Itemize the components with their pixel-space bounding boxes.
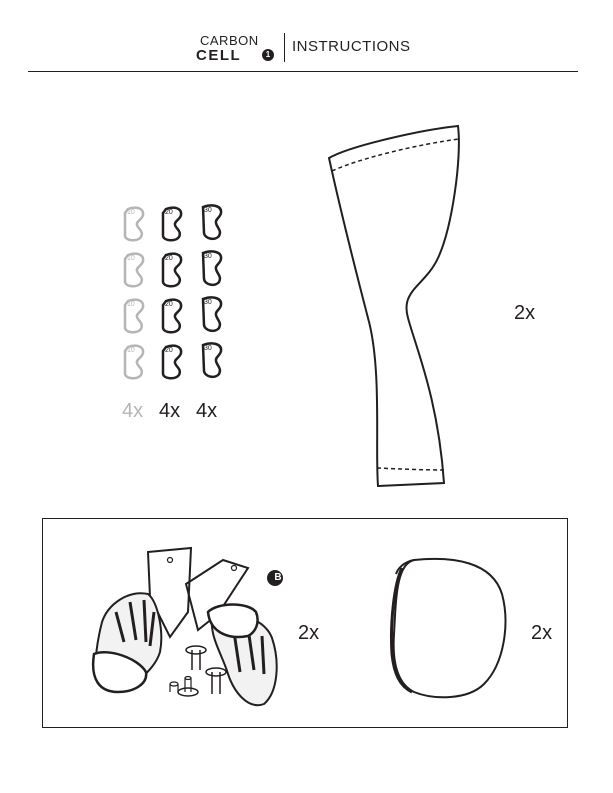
insert-label: 10 bbox=[127, 347, 135, 354]
insert-10: 10 bbox=[120, 205, 150, 243]
hinge-quantity: 2x bbox=[298, 622, 319, 645]
brand-logo-top: CARBON bbox=[200, 34, 259, 47]
insert-10: 10 bbox=[120, 343, 150, 381]
header-divider bbox=[284, 33, 285, 62]
insert-label: 30 bbox=[204, 299, 212, 306]
pad-illustration bbox=[384, 554, 516, 704]
page-title: INSTRUCTIONS bbox=[292, 38, 411, 55]
hinge-assembly-illustration bbox=[88, 542, 293, 714]
insert-10-quantity: 4x bbox=[122, 400, 143, 423]
insert-30-quantity: 4x bbox=[196, 400, 217, 423]
insert-30: 30 bbox=[197, 249, 227, 287]
insert-10: 10 bbox=[120, 251, 150, 289]
insert-label: 30 bbox=[204, 207, 212, 214]
insert-20: 20 bbox=[158, 297, 188, 335]
insert-20: 20 bbox=[158, 343, 188, 381]
insert-label: 20 bbox=[165, 347, 173, 354]
knee-sleeve-illustration bbox=[320, 118, 470, 490]
insert-label: 10 bbox=[127, 301, 135, 308]
insert-label: 30 bbox=[204, 345, 212, 352]
header-rule bbox=[28, 71, 578, 72]
insert-30: 30 bbox=[197, 341, 227, 379]
insert-label: 20 bbox=[165, 301, 173, 308]
insert-label: 30 bbox=[204, 253, 212, 260]
hinge-badge: B bbox=[270, 570, 286, 586]
sleeve-quantity: 2x bbox=[514, 302, 535, 325]
page-header: CARBON CELL 1 INSTRUCTIONS bbox=[0, 0, 613, 72]
brand-badge: 1 bbox=[262, 49, 274, 61]
insert-20-quantity: 4x bbox=[159, 400, 180, 423]
insert-20: 20 bbox=[158, 205, 188, 243]
pad-quantity: 2x bbox=[531, 622, 552, 645]
insert-label: 10 bbox=[127, 255, 135, 262]
insert-label: 10 bbox=[127, 209, 135, 216]
insert-10: 10 bbox=[120, 297, 150, 335]
insert-30: 30 bbox=[197, 295, 227, 333]
insert-20: 20 bbox=[158, 251, 188, 289]
insert-label: 20 bbox=[165, 209, 173, 216]
brand-logo-bottom: CELL bbox=[196, 49, 241, 63]
insert-label: 20 bbox=[165, 255, 173, 262]
insert-30: 30 bbox=[197, 203, 227, 241]
